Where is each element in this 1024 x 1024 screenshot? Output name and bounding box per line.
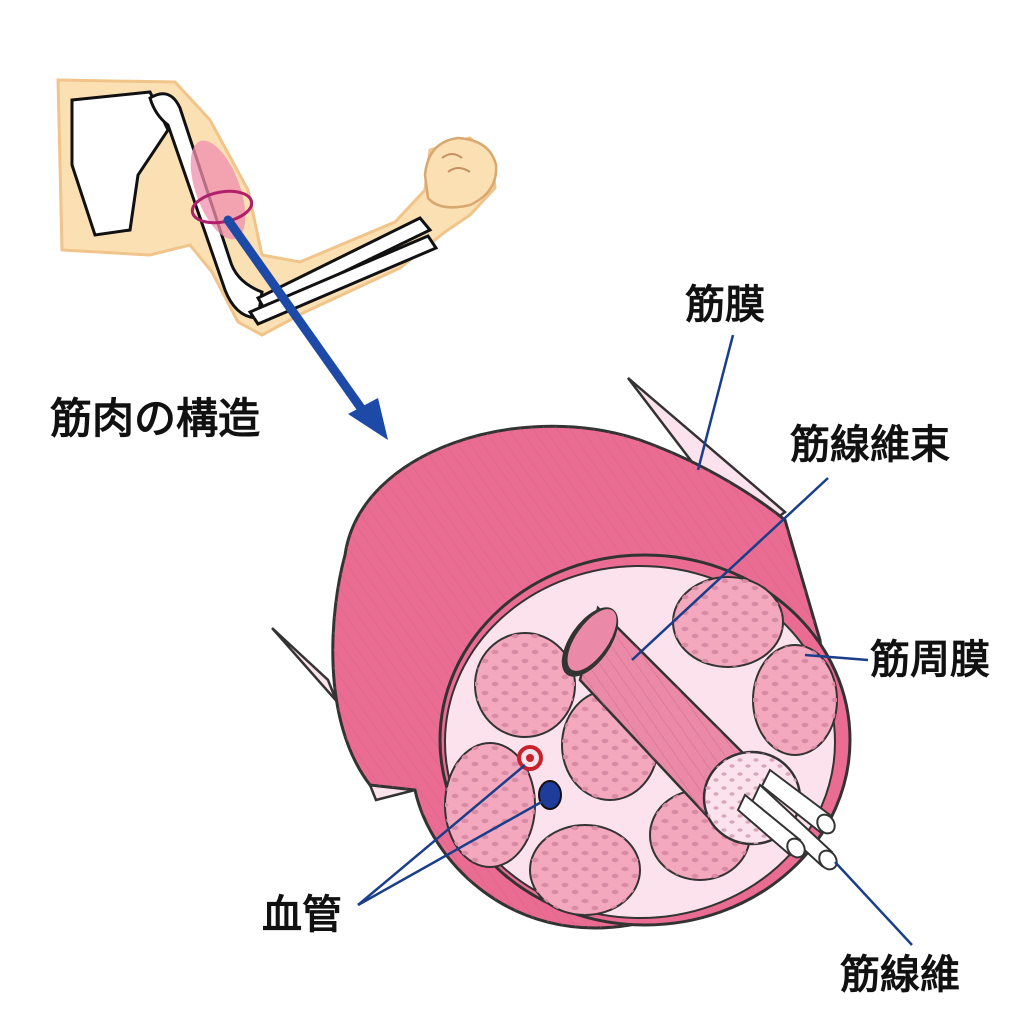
fascicle [672, 576, 784, 668]
fascicle [529, 824, 641, 916]
muscle-fibers [736, 768, 838, 871]
leader-perimysium [804, 653, 869, 662]
vein [538, 780, 562, 810]
label-fascicle: 筋線維束 [790, 422, 950, 468]
fascicle [474, 632, 576, 738]
muscle-cross-section [271, 377, 852, 930]
label-perimysium: 筋周膜 [870, 637, 990, 683]
biceps-muscle [190, 140, 246, 240]
leader-fascicle [631, 477, 829, 661]
fist [423, 136, 498, 209]
arrow-head-icon [348, 398, 388, 440]
leader-lines [357, 334, 913, 946]
label-fascia: 筋膜 [685, 282, 765, 328]
fascicle [752, 644, 838, 756]
label-blood-vessel: 血管 [262, 892, 342, 938]
leader-fascia [696, 334, 735, 471]
leader-vessel-vein [357, 798, 546, 907]
label-muscle-fiber: 筋線維 [840, 952, 960, 998]
ulna-bone [247, 234, 439, 326]
leader-vessel-artery [357, 764, 526, 906]
zoom-arrow [223, 215, 388, 440]
diagram-title: 筋肉の構造 [50, 394, 261, 443]
leader-fiber [834, 861, 913, 946]
arm-skin [56, 78, 497, 337]
arm-illustration [56, 78, 498, 337]
blood-vessels [517, 745, 562, 810]
